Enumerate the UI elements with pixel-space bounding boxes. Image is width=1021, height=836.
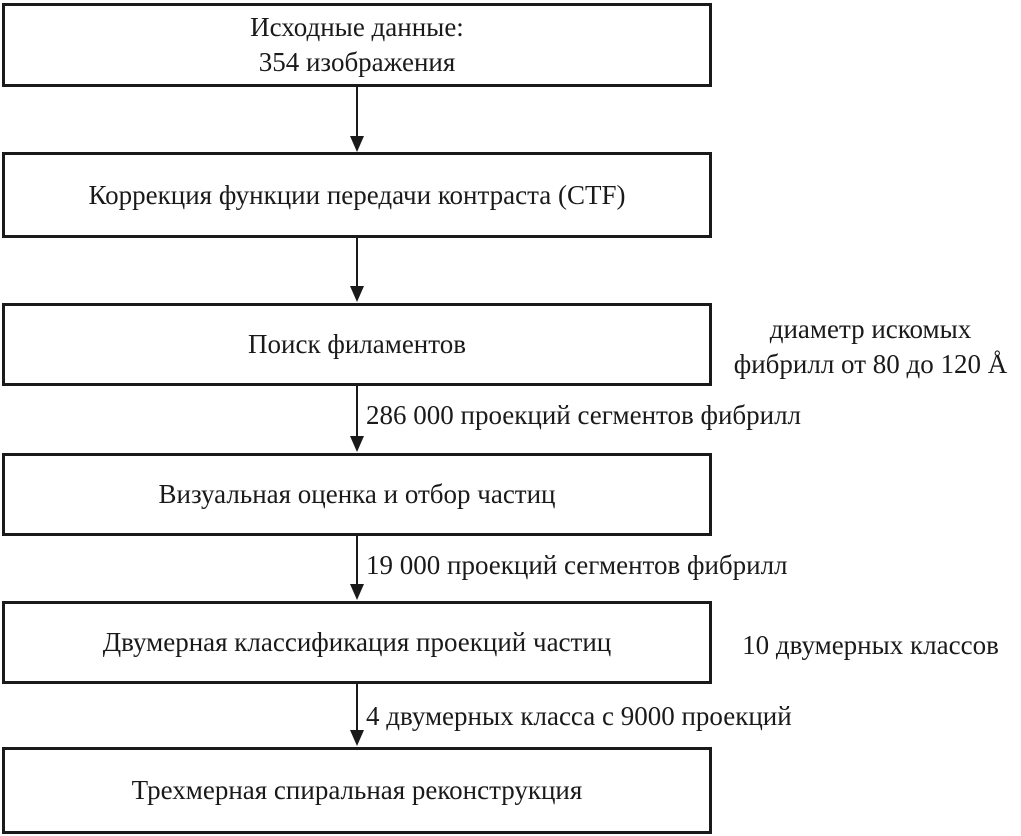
box-filament-search-label: Поиск филаментов (248, 329, 466, 359)
box-ctf-correction-label: Коррекция функции передачи контраста (CT… (88, 179, 626, 210)
box-source-data-line-1: Исходные данные: (250, 12, 464, 42)
connector-line (356, 536, 358, 586)
connector-line (356, 87, 358, 138)
side-note-2d-classes: 10 двумерных классов (720, 628, 1021, 663)
down-arrow-icon (350, 436, 364, 452)
box-3d-reconstruction: Трехмерная спиральная реконструкция (2, 747, 712, 834)
box-visual-assessment-label: Визуальная оценка и отбор частиц (158, 479, 556, 509)
arrow-label-projections-19000: 19 000 проекций сегментов фибрилл (366, 550, 788, 580)
box-2d-classification-label: Двумерная классификация проекций частиц (102, 627, 612, 657)
box-source-data-line-2: 354 изображения (258, 47, 456, 77)
side-note-fibril-diameter-line-1: диаметр искомых (769, 314, 972, 344)
side-note-fibril-diameter-line-2: фибрилл от 80 до 120 Å (733, 349, 1008, 379)
connector-line (356, 238, 358, 288)
box-2d-classification: Двумерная классификация проекций частиц (2, 601, 712, 684)
box-visual-assessment: Визуальная оценка и отбор частиц (2, 453, 712, 536)
down-arrow-icon (350, 286, 364, 302)
box-source-data: Исходные данные: 354 изображения (2, 3, 712, 87)
side-note-2d-classes-line-1: 10 двумерных классов (742, 630, 999, 660)
box-filament-search: Поиск филаментов (2, 303, 712, 386)
down-arrow-icon (350, 730, 364, 746)
down-arrow-icon (350, 584, 364, 600)
box-ctf-correction: Коррекция функции передачи контраста (CT… (2, 152, 712, 238)
side-note-fibril-diameter: диаметр искомых фибрилл от 80 до 120 Å (720, 312, 1021, 382)
box-3d-reconstruction-label: Трехмерная спиральная реконструкция (131, 775, 583, 805)
arrow-label-projections-286000: 286 000 проекций сегментов фибрилл (366, 400, 802, 430)
down-arrow-icon (350, 136, 364, 152)
arrow-label-classes-9000: 4 двумерных класса с 9000 проекций (366, 701, 792, 731)
connector-line (356, 386, 358, 438)
connector-line (356, 684, 358, 732)
